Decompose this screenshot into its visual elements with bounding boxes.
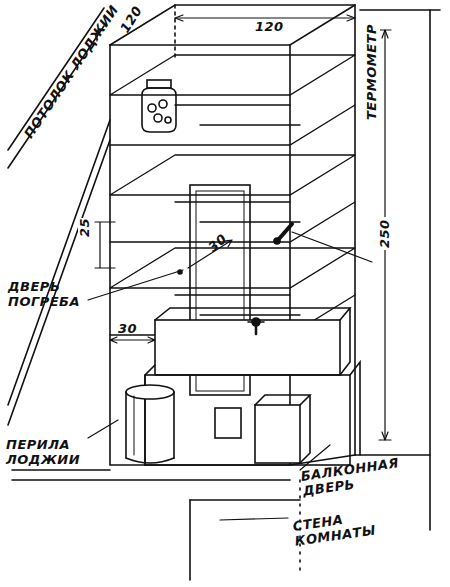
railing-label: ПЕРИЛА ЛОДЖИИ xyxy=(6,438,86,468)
room-wall-label: СТЕНА КОМНАТЫ xyxy=(292,507,385,549)
dimension-height: 250 xyxy=(378,217,393,250)
shelf-line xyxy=(110,202,355,242)
dimension-side-gap: 30 xyxy=(118,322,137,337)
dimension-width: 120 xyxy=(255,20,284,35)
dimension-door-gap: 30 xyxy=(206,232,230,256)
ceiling-label: ПОТОЛОК ЛОДЖИИ xyxy=(22,3,122,141)
thermometer-label: ТЕРМОМЕТР xyxy=(365,24,380,120)
dimension-shelf-gap: 25 xyxy=(78,218,93,237)
shelf-line xyxy=(110,105,355,145)
dimension-depth: 120 xyxy=(118,4,146,36)
shelf-line xyxy=(110,155,355,195)
door-label: ДВЕРЬ ПОГРЕБА xyxy=(8,280,78,310)
